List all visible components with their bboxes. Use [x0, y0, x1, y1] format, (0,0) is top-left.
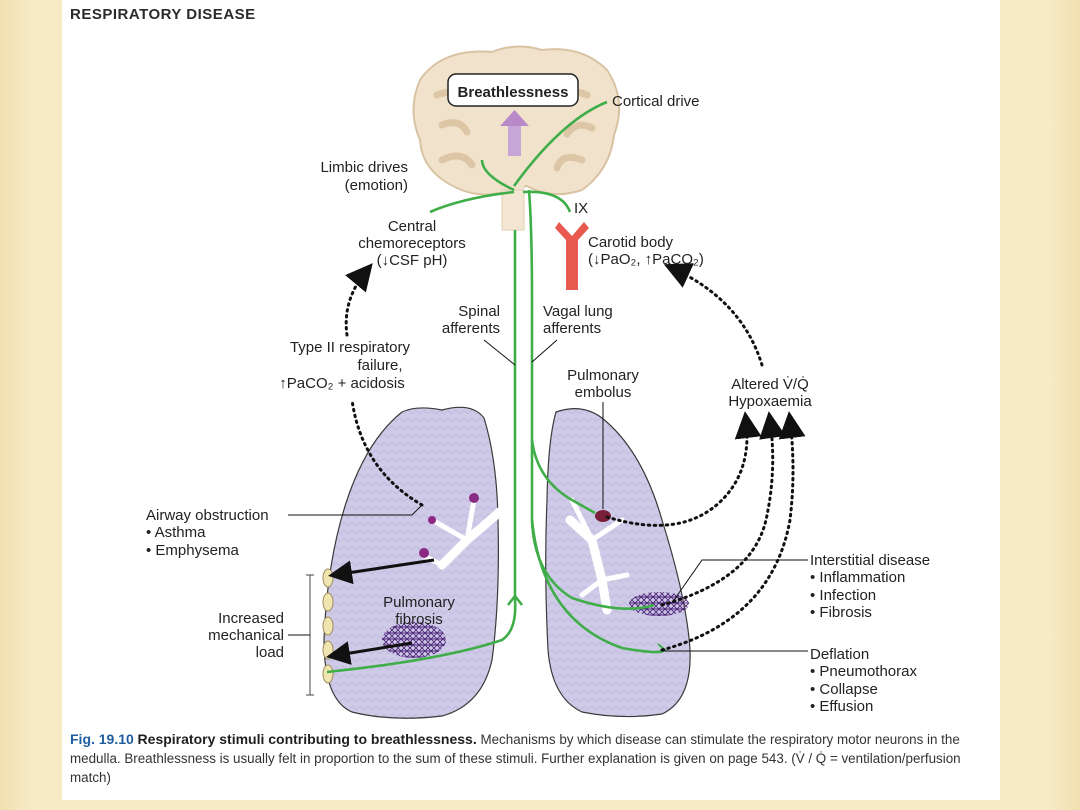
- mechanical-load-arrow-lower: [326, 641, 413, 665]
- spinal-label-1: Spinal: [458, 303, 500, 320]
- afferent-pathways: [326, 100, 668, 674]
- breathlessness-box: [447, 73, 579, 107]
- deflation-label-1: Deflation: [810, 646, 869, 663]
- central-chemo-label-3: (↓CSF pH): [377, 252, 448, 269]
- interstitial-label-2: • Inflammation: [810, 569, 905, 586]
- figure-caption-text: Mechanisms by which disease can stimulat…: [70, 732, 961, 785]
- embolus-label-1: Pulmonary: [567, 367, 639, 384]
- deflation-label-4: • Effusion: [810, 698, 873, 715]
- airway-obstruction-marks: [419, 493, 479, 558]
- breathlessness-diagram: Breathlessness: [146, 45, 930, 719]
- mech-load-label-2: mechanical: [208, 627, 284, 644]
- vagal-label-2: afferents: [543, 320, 601, 337]
- fibrosis-label-2: fibrosis: [395, 611, 443, 628]
- deflation-label-3: • Collapse: [810, 681, 878, 698]
- figure-title: Respiratory stimuli contributing to brea…: [137, 731, 477, 747]
- leader-lines: [288, 339, 808, 652]
- limbic-label-2: (emotion): [345, 177, 408, 194]
- breathlessness-label: Breathlessness: [458, 84, 569, 101]
- right-lung: [545, 408, 691, 718]
- embolus-label-2: embolus: [575, 384, 632, 401]
- interstitial-label-1: Interstitial disease: [810, 552, 930, 569]
- bronchial-tree-right: [565, 497, 630, 615]
- chemoreceptor-feedback-arrows: [344, 263, 806, 652]
- cortical-drive-label: Cortical drive: [612, 93, 700, 110]
- mech-load-label-1: Increased: [218, 610, 284, 627]
- carotid-label-1: Carotid body: [588, 234, 674, 251]
- airway-label-2: • Asthma: [146, 524, 206, 541]
- airway-label-1: Airway obstruction: [146, 507, 269, 524]
- fibrosis-label-1: Pulmonary: [383, 594, 455, 611]
- upward-arrow-icon: [500, 110, 529, 156]
- carotid-label-2: (↓PaO₂, ↑PaCO₂): [588, 251, 704, 268]
- page: RESPIRATORY DISEASE: [62, 0, 1000, 800]
- pulmonary-embolus-clot: [595, 510, 611, 522]
- interstitial-fibrosis-patch: [629, 592, 689, 616]
- limbic-label-1: Limbic drives: [320, 159, 408, 176]
- vagal-label-1: Vagal lung: [543, 303, 613, 320]
- altered-vq-label-2: Hypoxaemia: [728, 393, 812, 410]
- figure-number: Fig. 19.10: [70, 731, 134, 747]
- central-chemo-label-1: Central: [388, 218, 436, 235]
- figure-caption: Fig. 19.10 Respiratory stimuli contribut…: [70, 730, 998, 787]
- mech-load-label-3: load: [256, 644, 284, 661]
- carotid-body-shape: [555, 222, 589, 290]
- type2-label-1: Type II respiratory: [290, 339, 411, 356]
- page-header: RESPIRATORY DISEASE: [70, 6, 256, 23]
- central-chemo-label-2: chemoreceptors: [358, 235, 466, 252]
- interstitial-label-3: • Infection: [810, 587, 876, 604]
- type2-label-3: ↑PaCO₂ + acidosis: [279, 375, 404, 392]
- airway-label-3: • Emphysema: [146, 542, 239, 559]
- interstitial-label-4: • Fibrosis: [810, 604, 872, 621]
- pulmonary-fibrosis-patch: [382, 622, 446, 658]
- deflation-label-2: • Pneumothorax: [810, 663, 917, 680]
- spinal-label-2: afferents: [442, 320, 500, 337]
- mechanical-load-arrow-upper: [328, 558, 435, 585]
- type2-label-2: failure,: [357, 357, 402, 374]
- nerve-ix-label: IX: [574, 200, 588, 217]
- altered-vq-label-1: Altered V̇/Q̇: [731, 376, 809, 393]
